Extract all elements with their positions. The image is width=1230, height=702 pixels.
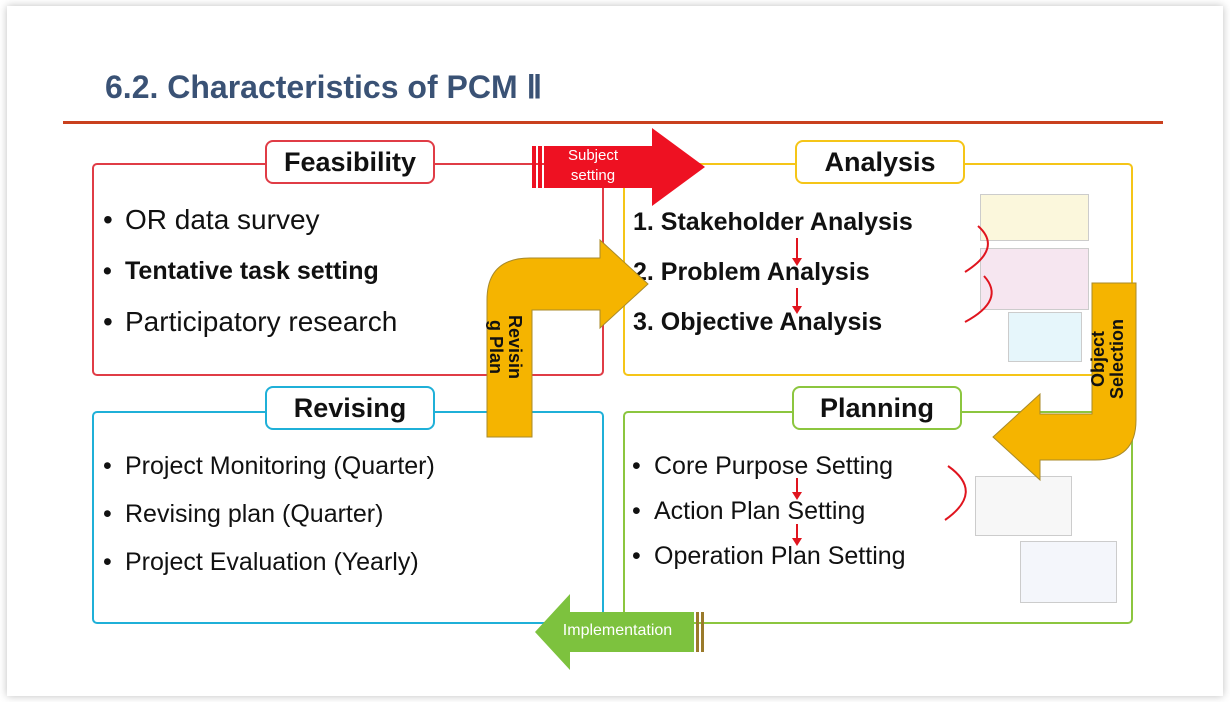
analysis-tag: Analysis [795,140,965,184]
feasibility-list: OR data survey Tentative task setting Pa… [97,200,397,353]
feasibility-tag: Feasibility [265,140,435,184]
object-selection-line-1: Object [1088,331,1108,388]
feasibility-item: Participatory research [97,302,397,353]
objective-tree-thumbnail [1008,312,1082,362]
object-selection-arrow [992,282,1137,482]
revising-plan-label: Revisin g Plan [486,297,525,397]
pdm-table-thumbnail [975,476,1072,536]
planning-item: Operation Plan Setting [626,537,906,582]
gantt-chart-thumbnail [1020,541,1117,603]
revising-plan-line-2: g Plan [486,319,506,374]
planning-step-arrows [792,478,802,546]
subject-setting-label: Subject setting [548,146,638,186]
subject-setting-line-1: Subject [567,147,619,164]
revising-plan-line-1: Revisin [505,314,525,380]
planning-item: Action Plan Setting [626,492,906,537]
object-selection-line-2: Selection [1107,318,1127,400]
planning-tag: Planning [792,386,962,430]
feasibility-item: Tentative task setting [97,251,397,302]
slide-title: 6.2. Characteristics of PCM Ⅱ [105,69,543,105]
object-selection-label: Object Selection [1088,304,1127,414]
problem-tree-thumbnail [980,248,1089,310]
planning-list: Core Purpose Setting Action Plan Setting… [626,447,906,582]
implementation-arrow [535,594,704,670]
analysis-step-arrows [792,238,802,314]
implementation-label: Implementation [562,622,673,639]
revising-plan-arrow [486,238,649,438]
title-divider [63,121,1163,124]
feasibility-item: OR data survey [97,200,397,251]
revising-list: Project Monitoring (Quarter) Revising pl… [97,446,435,590]
stakeholder-chart-thumbnail [980,194,1089,241]
analysis-item: 2. Problem Analysis [633,258,870,286]
revising-item: Project Evaluation (Yearly) [97,542,435,590]
analysis-list: 1. Stakeholder Analysis 2. Problem Analy… [633,200,913,350]
planning-feedback-arrow [944,465,967,521]
revising-tag: Revising [265,386,435,430]
subject-setting-line-2: setting [570,167,616,184]
subject-setting-arrow [532,128,705,206]
analysis-feedback-arrows [964,225,993,323]
revising-item: Revising plan (Quarter) [97,494,435,542]
planning-item: Core Purpose Setting [626,447,906,492]
analysis-item: 1. Stakeholder Analysis [633,208,913,236]
analysis-item: 3. Objective Analysis [633,308,883,336]
revising-item: Project Monitoring (Quarter) [97,446,435,494]
